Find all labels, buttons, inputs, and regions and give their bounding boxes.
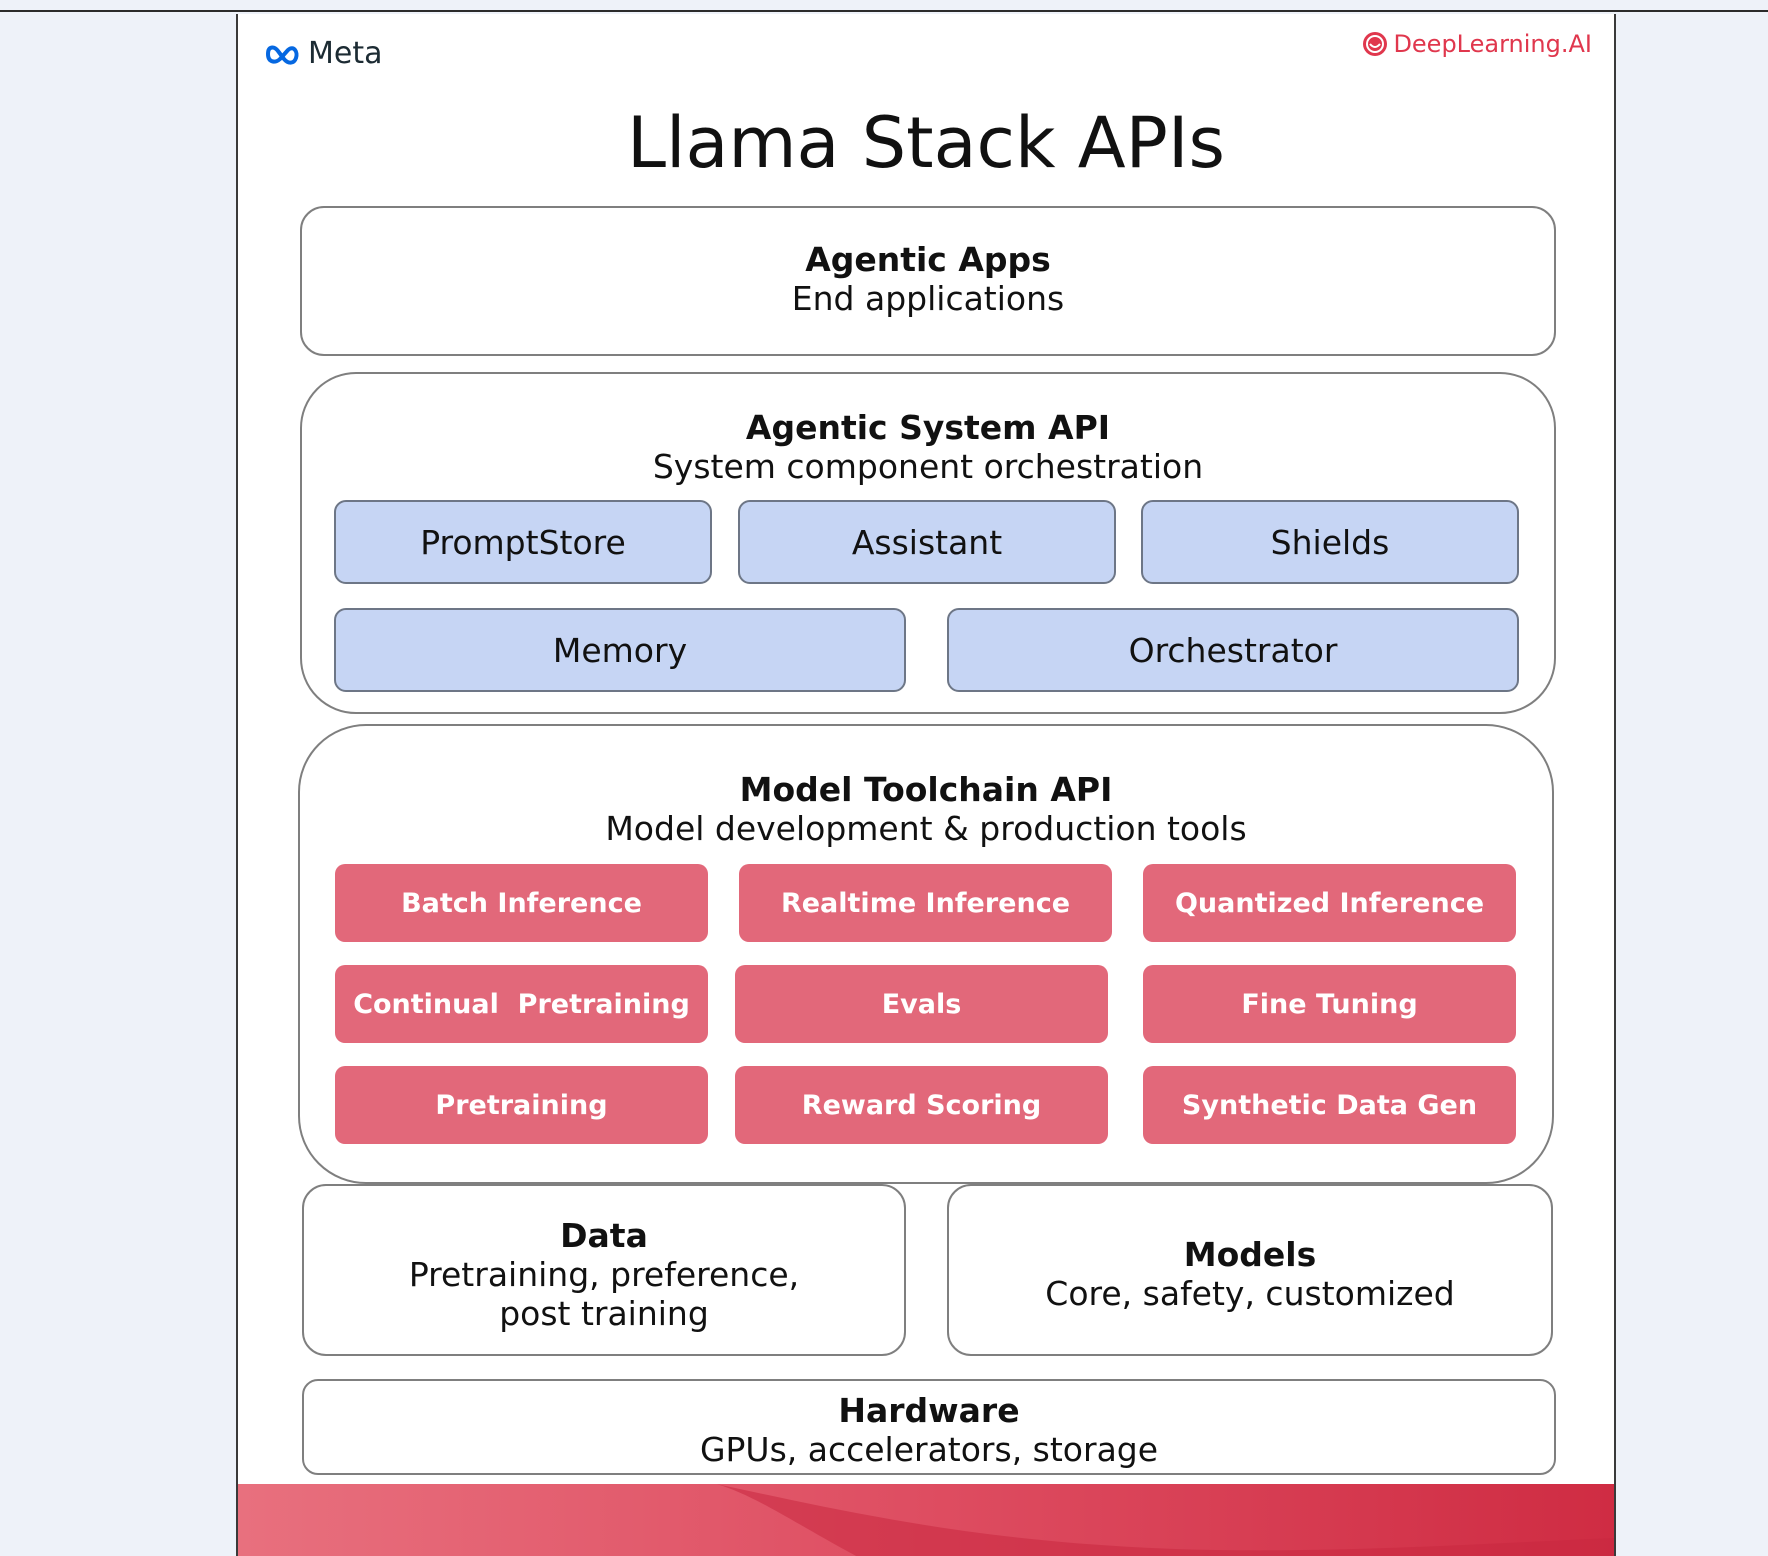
tool-quantized-inference: Quantized Inference [1143, 864, 1516, 942]
page-title: Llama Stack APIs [627, 102, 1225, 184]
meta-infinity-icon [266, 45, 299, 65]
component-orchestrator: Orchestrator [947, 608, 1519, 692]
data-subtitle-line2: post training [499, 1294, 709, 1333]
agentic-system-title: Agentic System API [745, 408, 1111, 447]
agentic-apps-layer: Agentic Apps End applications [300, 206, 1556, 356]
deeplearning-icon [1363, 32, 1388, 56]
tool-batch-inference: Batch Inference [335, 864, 708, 942]
data-subtitle-line1: Pretraining, preference, [408, 1255, 800, 1294]
hardware-title: Hardware [838, 1391, 1020, 1430]
tool-synthetic-data-gen: Synthetic Data Gen [1143, 1066, 1516, 1144]
top-edge [0, 0, 1768, 12]
footer-wave [238, 1484, 1614, 1556]
deeplearning-logo-text: DeepLearning.AI [1393, 30, 1592, 58]
agentic-apps-title: Agentic Apps [805, 240, 1051, 279]
model-toolchain-title: Model Toolchain API [739, 770, 1113, 809]
tool-reward-scoring: Reward Scoring [735, 1066, 1108, 1144]
hardware-layer: Hardware GPUs, accelerators, storage [302, 1379, 1556, 1475]
data-title: Data [560, 1216, 648, 1255]
component-shields: Shields [1141, 500, 1519, 584]
models-title: Models [1183, 1235, 1317, 1274]
tool-fine-tuning: Fine Tuning [1143, 965, 1516, 1043]
agentic-system-subtitle: System component orchestration [652, 447, 1204, 486]
deeplearning-logo: DeepLearning.AI [1361, 30, 1592, 58]
tool-realtime-inference: Realtime Inference [739, 864, 1112, 942]
tool-evals: Evals [735, 965, 1108, 1043]
component-promptstore: PromptStore [334, 500, 712, 584]
models-layer: Models Core, safety, customized [947, 1184, 1553, 1356]
slide: Meta DeepLearning.AI Llama Stack APIs Ag… [236, 14, 1616, 1556]
models-subtitle: Core, safety, customized [1045, 1274, 1455, 1313]
data-layer: Data Pretraining, preference, post train… [302, 1184, 906, 1356]
agentic-apps-subtitle: End applications [791, 279, 1065, 318]
component-assistant: Assistant [738, 500, 1116, 584]
component-memory: Memory [334, 608, 906, 692]
tool-pretraining: Pretraining [335, 1066, 708, 1144]
model-toolchain-subtitle: Model development & production tools [605, 809, 1247, 848]
tool-continual-pretraining: Continual Pretraining [335, 965, 708, 1043]
hardware-subtitle: GPUs, accelerators, storage [699, 1430, 1159, 1469]
meta-logo-text: Meta [308, 36, 383, 71]
meta-logo: Meta [264, 36, 383, 71]
